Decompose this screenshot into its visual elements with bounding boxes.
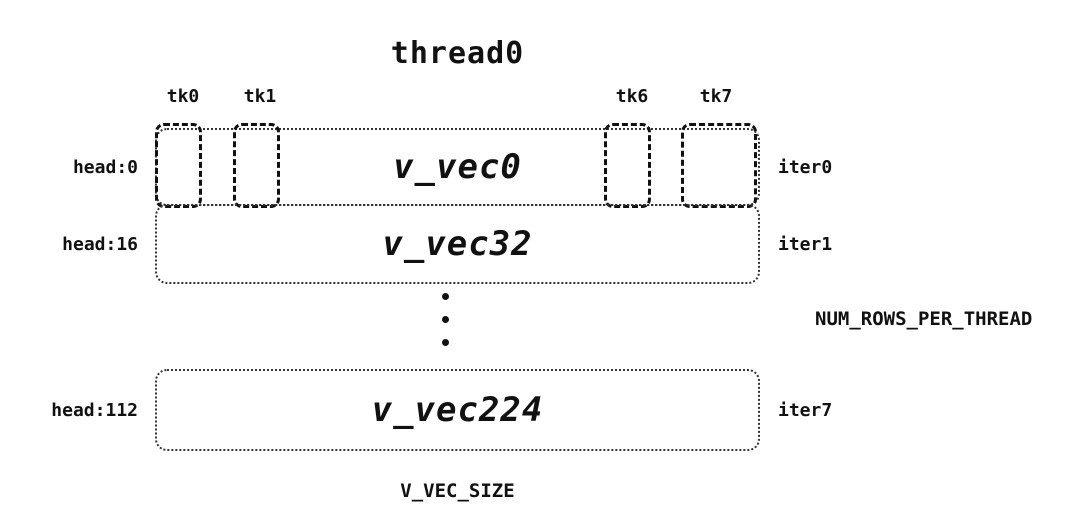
tk0-cell-box <box>155 123 202 208</box>
ellipsis-dot <box>442 293 449 300</box>
iter7-label: iter7 <box>778 399 833 421</box>
ellipsis-dot <box>442 339 449 346</box>
head-0-label: head:0 <box>72 156 138 178</box>
tk7-label: tk7 <box>699 86 733 107</box>
tk6-label: tk6 <box>615 86 649 107</box>
head-16-label: head:16 <box>62 233 138 255</box>
diagram-title: thread0 <box>390 36 525 71</box>
v-vec-size-label: V_VEC_SIZE <box>400 480 515 502</box>
tk1-label: tk1 <box>243 86 277 107</box>
tk1-cell-box <box>233 123 280 208</box>
iter0-label: iter0 <box>778 156 833 178</box>
vvec-row-iter7: v_vec224 <box>155 369 760 451</box>
vvec224-label: v_vec224 <box>371 390 544 430</box>
vvec0-label: v_vec0 <box>393 147 522 187</box>
num-rows-per-thread-label: NUM_ROWS_PER_THREAD <box>815 308 1033 330</box>
vvec-row-iter1: v_vec32 <box>155 204 760 284</box>
ellipsis-dot <box>442 316 449 323</box>
tk7-cell-box <box>681 123 757 208</box>
iter1-label: iter1 <box>778 233 833 255</box>
head-112-label: head:112 <box>51 399 138 421</box>
vvec32-label: v_vec32 <box>382 224 533 264</box>
tk0-label: tk0 <box>166 86 200 107</box>
vertical-ellipsis-icon <box>442 293 449 346</box>
tk6-cell-box <box>604 123 651 208</box>
